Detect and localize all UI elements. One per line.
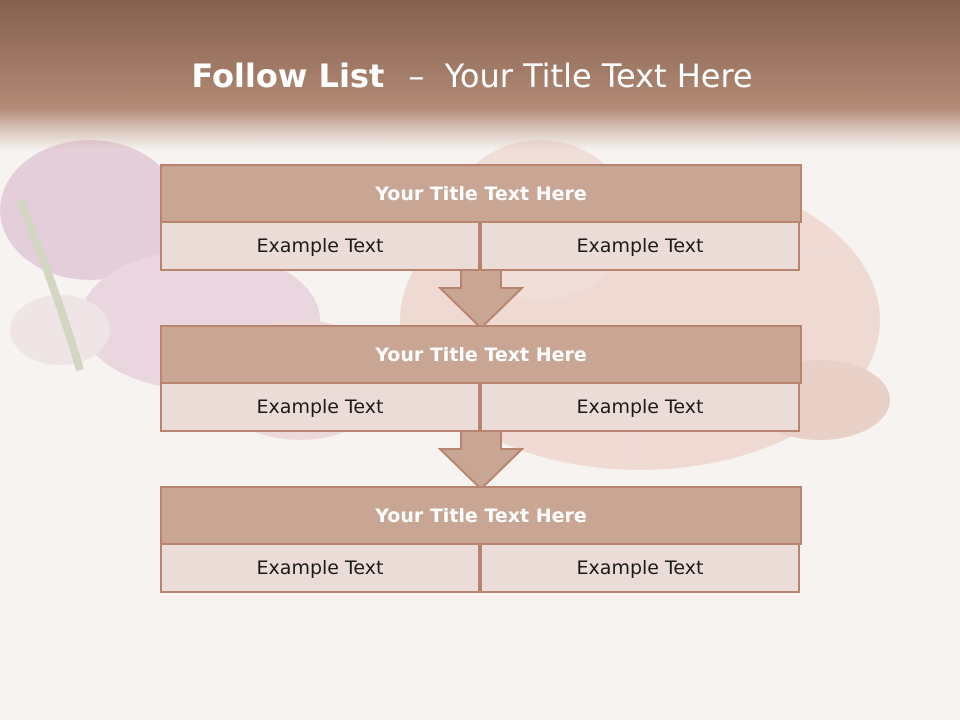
step-1-right-text: Example Text	[480, 221, 800, 271]
step-block-3: Your Title Text Here Example Text Exampl…	[160, 486, 802, 593]
title-rest-part: Your Title Text Here	[444, 57, 753, 95]
title-separator: –	[408, 57, 425, 95]
step-2-right-text: Example Text	[480, 382, 800, 432]
header-band	[0, 0, 960, 150]
step-title-1: Your Title Text Here	[160, 164, 802, 223]
step-block-2: Your Title Text Here Example Text Exampl…	[160, 325, 802, 432]
down-arrow-icon	[438, 431, 524, 491]
step-title-3: Your Title Text Here	[160, 486, 802, 545]
title-bold-part: Follow List	[191, 57, 385, 95]
slide-title: Follow List – Your Title Text Here	[0, 52, 944, 100]
step-block-1: Your Title Text Here Example Text Exampl…	[160, 164, 802, 271]
step-3-right-text: Example Text	[480, 543, 800, 593]
step-1-left-text: Example Text	[160, 221, 480, 271]
down-arrow-icon	[438, 270, 524, 330]
step-title-2: Your Title Text Here	[160, 325, 802, 384]
step-3-left-text: Example Text	[160, 543, 480, 593]
step-2-left-text: Example Text	[160, 382, 480, 432]
